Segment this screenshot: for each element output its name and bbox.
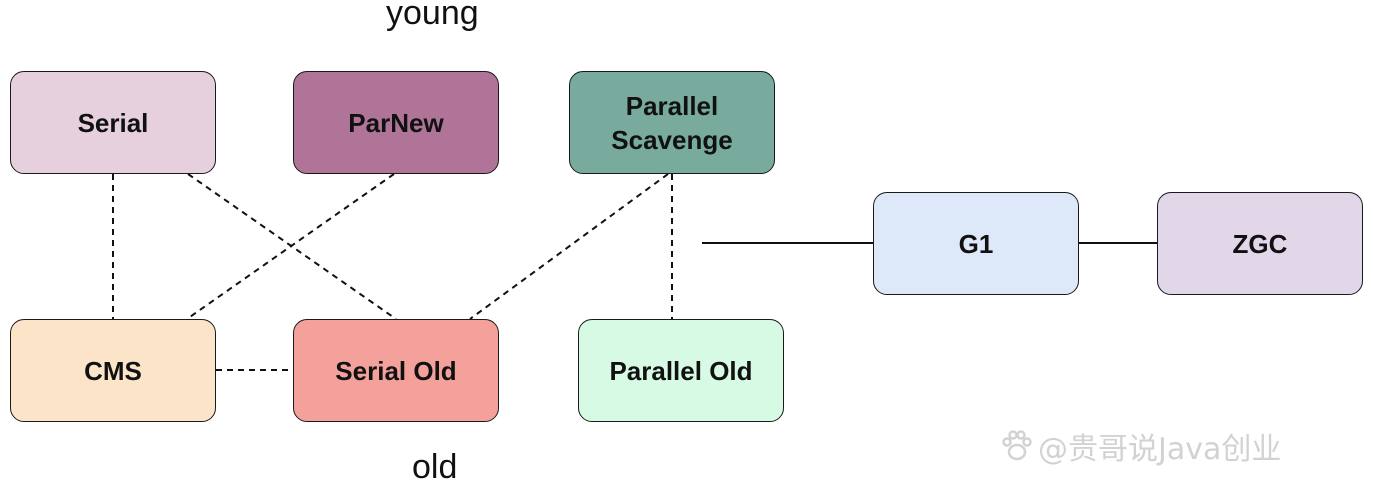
parnew-collector-node: ParNew [293,71,499,174]
link-parallel-scavenge-serial-old [469,173,669,320]
link-parnew-cms [186,173,395,320]
young-generation-label: young [386,0,479,32]
watermark-text: @贵哥说Java创业 [1038,432,1282,467]
cms-collector-node: CMS [10,319,216,422]
old-generation-label: old [412,448,458,486]
g1-collector-node: G1 [873,192,1079,295]
watermark: @贵哥说Java创业 [1000,424,1281,468]
serial-old-collector-node: Serial Old [293,319,499,422]
zgc-collector-node: ZGC [1157,192,1363,295]
paw-icon [1002,430,1032,461]
serial-collector-node: Serial [10,71,216,174]
parallel-old-collector-node: Parallel Old [578,319,784,422]
parallel-scavenge-collector-node: Parallel Scavenge [569,71,775,174]
